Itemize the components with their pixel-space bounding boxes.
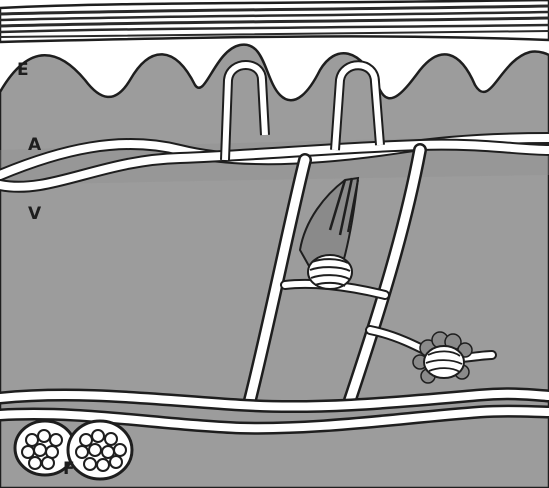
- label-artery: A: [28, 137, 41, 154]
- label-vein: V: [28, 206, 41, 223]
- glomus-body: [308, 255, 352, 289]
- label-fat: F: [63, 461, 75, 478]
- label-epidermis: E: [17, 62, 29, 79]
- top-fiber-band: [0, 0, 549, 42]
